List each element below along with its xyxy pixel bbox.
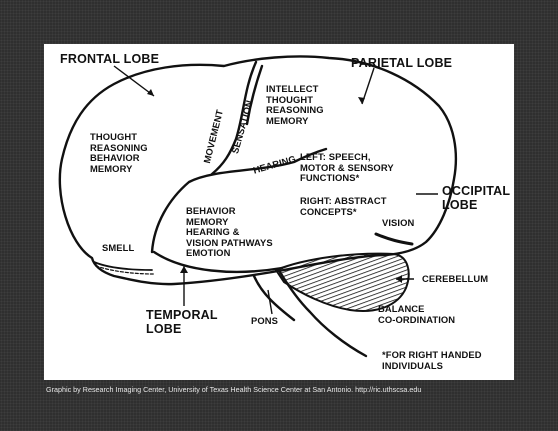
temporal-lobe-label: TEMPORAL LOBE	[146, 308, 218, 336]
parietal-functions: INTELLECT THOUGHT REASONING MEMORY	[266, 83, 324, 126]
diagram-panel: FRONTAL LOBE PARIETAL LOBE OCCIPITAL LOB…	[44, 44, 514, 380]
frontal-lobe-label: FRONTAL LOBE	[60, 52, 160, 66]
vision-label: VISION	[382, 217, 415, 228]
leader-frontal	[113, 65, 155, 97]
temporal-lower-edge	[152, 250, 284, 274]
brain-drawing	[58, 55, 458, 358]
right-hemisphere-functions: RIGHT: ABSTRACT CONCEPTS*	[300, 195, 387, 217]
lateral-fissure	[150, 147, 328, 254]
leader-pons	[267, 289, 273, 315]
balance-label: BALANCE CO-ORDINATION	[378, 303, 456, 325]
temporal-functions: BEHAVIOR MEMORY HEARING & VISION PATHWAY…	[186, 205, 273, 259]
left-hemisphere-functions: LEFT: SPEECH, MOTOR & SENSORY FUNCTIONS*	[300, 151, 394, 184]
cerebellum-shape	[274, 252, 410, 312]
smell-label: SMELL	[102, 242, 135, 253]
postcentral-sulcus	[245, 64, 264, 126]
image-credit: Graphic by Research Imaging Center, Univ…	[46, 385, 422, 394]
footnote: *FOR RIGHT HANDED INDIVIDUALS	[382, 349, 482, 371]
brain-outline	[58, 55, 458, 286]
central-sulcus	[210, 60, 258, 176]
olfactory-bulb	[93, 261, 153, 271]
cerebellum-label: CEREBELLUM	[422, 273, 489, 284]
pons-label: PONS	[251, 315, 278, 326]
frontal-functions: THOUGHT REASONING BEHAVIOR MEMORY	[90, 131, 148, 174]
parietal-lobe-label: PARIETAL LOBE	[351, 56, 453, 70]
occipital-lobe-label: OCCIPITAL LOBE	[442, 184, 511, 212]
